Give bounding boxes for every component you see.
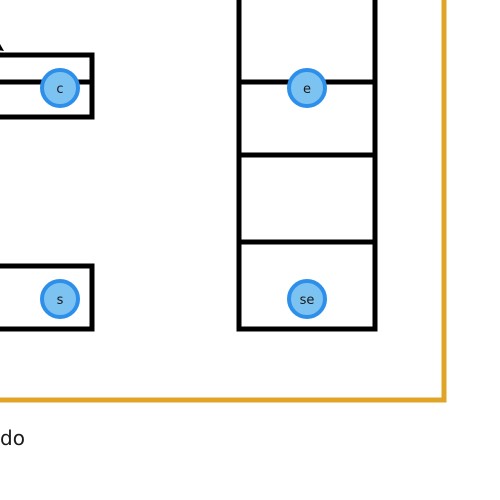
handle-c[interactable]: c xyxy=(40,68,80,108)
handle-e-label: e xyxy=(303,82,311,97)
outer-frame xyxy=(0,0,447,403)
handle-e[interactable]: e xyxy=(287,68,327,108)
handle-se-label: se xyxy=(300,293,315,308)
caption-text: do xyxy=(0,426,25,450)
arrow-tip xyxy=(0,44,4,51)
handle-s[interactable]: s xyxy=(40,279,80,319)
handle-se[interactable]: se xyxy=(287,279,327,319)
box-right-stack[interactable] xyxy=(236,0,378,332)
handle-c-label: c xyxy=(56,82,63,97)
handle-s-label: s xyxy=(57,293,64,308)
